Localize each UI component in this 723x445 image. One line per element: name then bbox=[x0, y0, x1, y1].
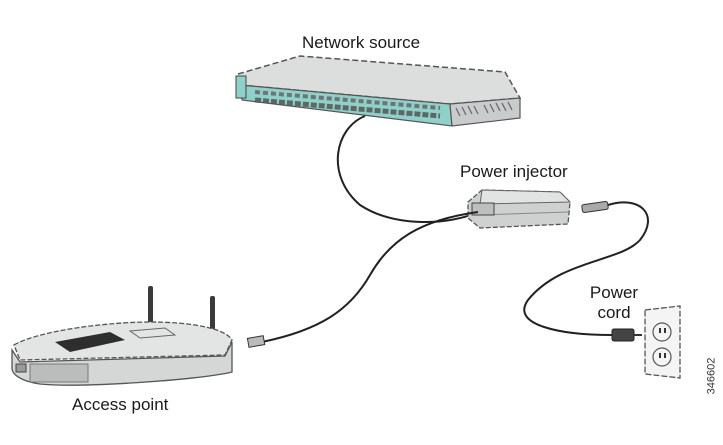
power-injector bbox=[467, 189, 572, 229]
label-power-injector: Power injector bbox=[460, 162, 568, 181]
power-cord bbox=[523, 200, 649, 342]
label-network-source: Network source bbox=[302, 33, 421, 52]
network-switch bbox=[235, 55, 522, 127]
figure-id: 346602 bbox=[705, 357, 718, 395]
label-access-point: Access point bbox=[72, 395, 169, 414]
access-point bbox=[11, 286, 233, 386]
label-power-cord-line2: cord bbox=[597, 303, 631, 323]
rj45-connector bbox=[246, 335, 266, 348]
cable-injector-to-access-point bbox=[261, 211, 479, 343]
wall-outlet bbox=[644, 305, 681, 379]
label-power-cord-line1: Power bbox=[589, 283, 639, 302]
switch-vents bbox=[455, 101, 513, 117]
cable-switch-to-injector bbox=[336, 115, 479, 223]
switch-ports bbox=[254, 90, 441, 119]
label-power-cord: Power cord bbox=[588, 283, 640, 324]
